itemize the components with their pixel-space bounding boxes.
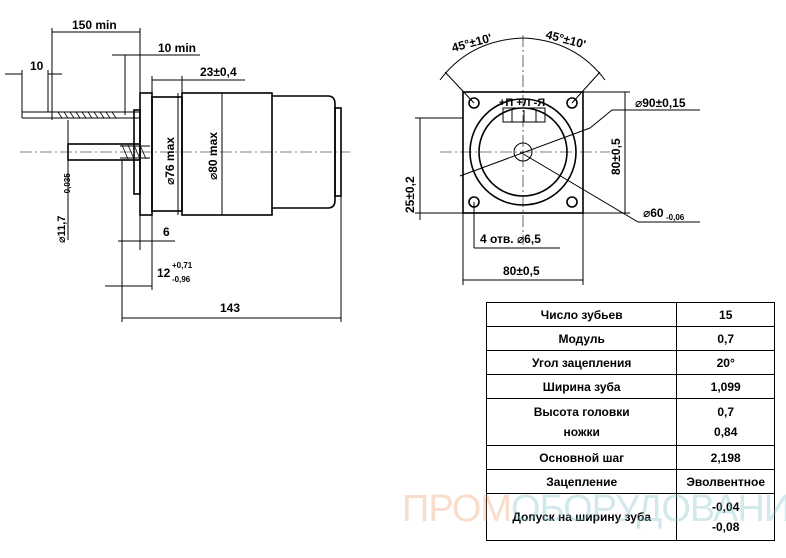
dim-11-7: ⌀11,7	[56, 216, 68, 243]
param-cell: Допуск на ширину зуба	[485, 493, 678, 541]
terminals	[502, 107, 546, 123]
table-row: Ширина зуба 1,099	[485, 374, 775, 399]
param-cell: Зацепление	[485, 469, 678, 494]
flange-circle	[469, 98, 577, 206]
mount-hole	[566, 196, 578, 208]
value-cell: Эволвентное	[676, 469, 775, 494]
value-lower: -0,08	[712, 520, 740, 534]
param-cell: Высота головки ножки	[485, 398, 678, 446]
dim-76-max: ⌀76 max	[163, 137, 177, 185]
angle-arc-right	[522, 37, 606, 81]
table-row: Высота головки ножки 0,7 0,84	[485, 398, 775, 446]
dim-12-tol-lower: -0,96	[172, 275, 191, 284]
dim-10: 10	[30, 59, 44, 73]
value-cell: -0,04 -0,08	[676, 493, 775, 541]
value-cell: 15	[676, 302, 775, 327]
dim-143: 143	[220, 301, 240, 315]
dim-12-tol-upper: +0,71	[172, 261, 193, 270]
watermark: ПРОМОБОРУДОВАНИЕ	[402, 488, 786, 531]
param-addendum: Высота головки	[533, 405, 630, 419]
param-cell: Число зубьев	[485, 302, 678, 327]
dim-60: ⌀60	[643, 206, 664, 220]
terminal-labels: +П +Л -Я	[499, 97, 545, 109]
holes-label: 4 отв. ⌀6,5	[480, 232, 541, 246]
dim-23: 23±0,4	[200, 65, 237, 79]
mount-hole	[566, 97, 578, 109]
dim-6: 6	[163, 225, 170, 239]
param-cell: Ширина зуба	[485, 374, 678, 399]
value-cell: 0,7	[676, 326, 775, 351]
dim-80-horizontal: 80±0,5	[503, 264, 540, 278]
angle-arc-left	[439, 37, 524, 81]
value-cell: 20°	[676, 350, 775, 375]
side-view: 150 min 10 min 10 23±0,4 ⌀76 max ⌀80 max…	[5, 18, 350, 322]
table-row: Модуль 0,7	[485, 326, 775, 351]
table-row: Допуск на ширину зуба -0,04 -0,08	[485, 493, 775, 541]
mount-hole	[468, 97, 480, 109]
dim-60-tol: -0,06	[666, 213, 685, 222]
table-row: Основной шаг 2,198	[485, 445, 775, 470]
dim-90: ⌀90±0,15	[635, 96, 686, 110]
value-upper: -0,04	[712, 500, 740, 514]
dim-80-max: ⌀80 max	[206, 132, 220, 180]
dim-10-min: 10 min	[158, 41, 196, 55]
param-cell: Основной шаг	[485, 445, 678, 470]
wire-bundle	[21, 111, 140, 119]
square-flange	[462, 91, 584, 214]
front-view: +П +Л -Я 45°±10' 45°±10' ⌀90±0,15 ⌀60 -0…	[403, 27, 700, 285]
dim-150-min: 150 min	[72, 18, 117, 32]
table-row: Число зубьев 15	[485, 302, 775, 327]
watermark-part2: ОБОРУДОВАНИЕ	[511, 488, 786, 530]
table-row: Угол зацепления 20°	[485, 350, 775, 375]
value-cell: 0,7 0,84	[676, 398, 775, 446]
motor-body	[181, 92, 273, 216]
dim-25: 25±0,2	[403, 176, 417, 213]
dim-12: 12	[157, 266, 171, 280]
watermark-part1: ПРОМ	[402, 488, 512, 530]
value-addendum: 0,7	[717, 405, 735, 419]
value-dedendum: 0,84	[714, 425, 738, 439]
value-cell: 1,099	[676, 374, 775, 399]
param-dedendum: ножки	[563, 425, 600, 439]
param-cell: Угол зацепления	[485, 350, 678, 375]
table-row: Зацепление Эволвентное	[485, 469, 775, 494]
dim-80-vertical: 80±0,5	[609, 138, 623, 175]
value-cell: 2,198	[676, 445, 775, 470]
flange-boss	[133, 109, 141, 195]
param-cell: Модуль	[485, 326, 678, 351]
dim-11-7-tolerance: -0,035	[63, 173, 72, 196]
gear-parameters-table: Число зубьев 15 Модуль 0,7 Угол зацеплен…	[485, 302, 775, 541]
flange	[139, 92, 153, 216]
